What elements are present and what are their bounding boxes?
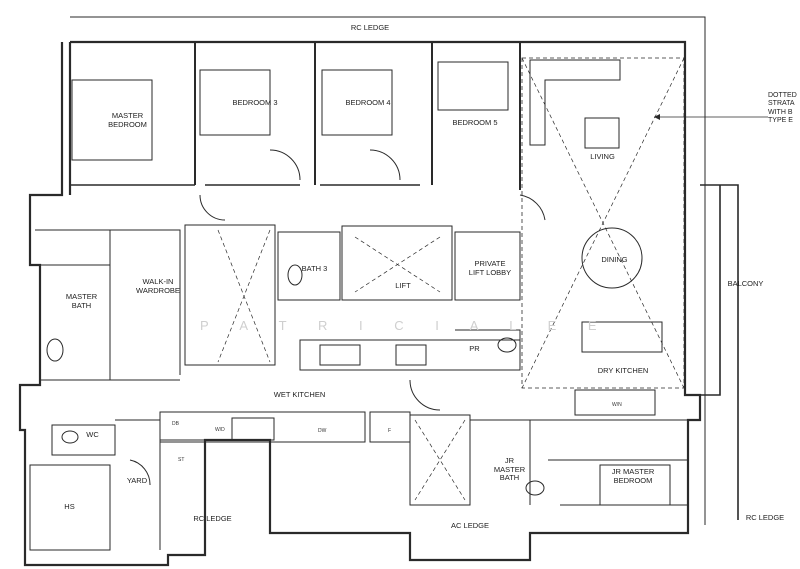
- jr-master-bedroom-label: JR MASTER BEDROOM: [611, 467, 655, 485]
- balcony-label: BALCONY: [727, 279, 764, 288]
- yard-label: YARD: [126, 476, 148, 485]
- strata-note: DOTTED STRATA WITH B TYPE E: [768, 92, 797, 125]
- wd-fixture: W/D: [215, 427, 225, 433]
- bedroom4-label: BEDROOM 4: [345, 98, 391, 107]
- pr-label: PR: [469, 344, 480, 353]
- master-bath-label: MASTER BATH: [65, 292, 98, 310]
- wet-kitchen-label: WET KITCHEN: [273, 390, 326, 399]
- dw-fixture: DW: [318, 428, 327, 434]
- lift-label: LIFT: [395, 281, 411, 290]
- rc-ledge-top-label: RC LEDGE: [350, 23, 390, 32]
- fridge-fixture: F: [388, 428, 392, 434]
- private-lift-lobby-label: PRIVATE LIFT LOBBY: [468, 259, 512, 277]
- rc-ledge-top-line: [70, 16, 706, 525]
- rc-ledge-right-label: RC LEDGE: [745, 513, 785, 522]
- st-fixture: ST: [178, 457, 185, 463]
- wn-fixture: W/N: [612, 402, 622, 408]
- bath3-label: BATH 3: [301, 264, 328, 273]
- note-leader-arrow: [654, 114, 768, 120]
- rc-ledge-mid-label: RC LEDGE: [193, 514, 232, 523]
- jr-master-bath-label: JR MASTER BATH: [493, 456, 526, 483]
- dining-label: DINING: [601, 255, 628, 264]
- hs-label: HS: [64, 502, 75, 511]
- dry-kitchen-label: DRY KITCHEN: [597, 366, 649, 375]
- master-bedroom-label: MASTER BEDROOM: [108, 111, 147, 129]
- watermark: P A T R I C I A L E E: [200, 318, 611, 333]
- balcony-wall: [700, 184, 739, 520]
- wc-label: WC: [86, 430, 99, 439]
- walk-in-wardrobe-label: WALK-IN WARDROBE: [136, 277, 180, 295]
- ac-ledge-label: AC LEDGE: [451, 521, 489, 530]
- living-label: LIVING: [590, 152, 615, 161]
- db-fixture: DB: [172, 421, 179, 427]
- bedroom5-label: BEDROOM 5: [452, 118, 498, 127]
- bedroom3-label: BEDROOM 3: [232, 98, 278, 107]
